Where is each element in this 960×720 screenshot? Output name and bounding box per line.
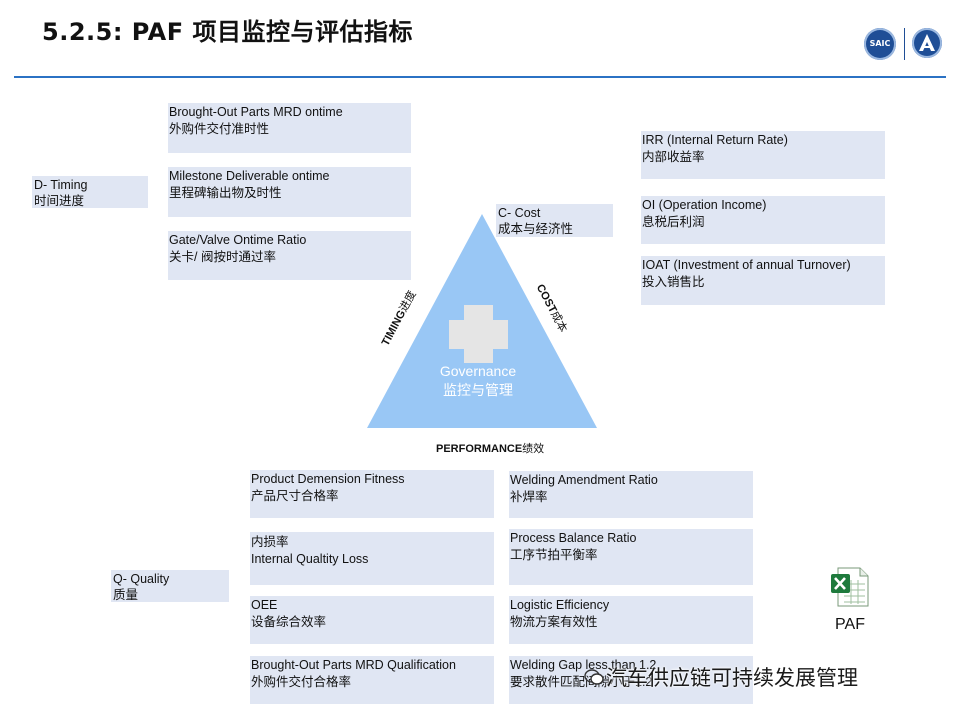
edge-label-performance: PERFORMANCE绩效 [436, 443, 545, 455]
cost-item: OI (Operation Income) 息税后利润 [641, 196, 885, 244]
governance-triangle [367, 214, 597, 428]
watermark-text: 汽车供应链可持续发展管理 [606, 666, 858, 690]
title-underline [14, 76, 946, 78]
cross-icon [449, 305, 508, 363]
timing-item: Gate/Valve Ontime Ratio 关卡/ 阀按时通过率 [168, 231, 411, 280]
quality-item: Brought-Out Parts MRD Qualification 外购件交… [250, 656, 494, 704]
quality-item: Product Demension Fitness 产品尺寸合格率 [250, 470, 494, 518]
quality-item: Process Balance Ratio 工序节拍平衡率 [509, 529, 753, 585]
wechat-icon [584, 669, 604, 685]
excel-file-icon[interactable] [830, 566, 870, 608]
logo-divider [904, 28, 905, 60]
category-timing: D- Timing 时间进度 [32, 176, 148, 208]
quality-item: Welding Gap less than 1.2 要求散件匹配间隙小于1.2 [509, 656, 753, 704]
attachment-label[interactable]: PAF [835, 616, 865, 633]
saic-logo: SAIC [864, 28, 896, 60]
cost-item: IRR (Internal Return Rate) 内部收益率 [641, 131, 885, 179]
quality-item: Welding Amendment Ratio 补焊率 [509, 471, 753, 518]
quality-item: Logistic Efficiency 物流方案有效性 [509, 596, 753, 644]
cost-item: IOAT (Investment of annual Turnover) 投入销… [641, 256, 885, 305]
timing-item: Milestone Deliverable ontime 里程碑输出物及时性 [168, 167, 411, 217]
quality-item: OEE 设备综合效率 [250, 596, 494, 644]
category-cost: C- Cost 成本与经济性 [496, 204, 613, 237]
brand-logo [912, 28, 942, 58]
category-quality: Q- Quality 质量 [111, 570, 229, 602]
quality-item: 内损率 Internal Qualtity Loss [250, 532, 494, 585]
page-title: 5.2.5: PAF 项目监控与评估指标 [42, 18, 413, 46]
governance-label: Governance 监控与管理 [439, 363, 517, 398]
timing-item: Brought-Out Parts MRD ontime 外购件交付准时性 [168, 103, 411, 153]
